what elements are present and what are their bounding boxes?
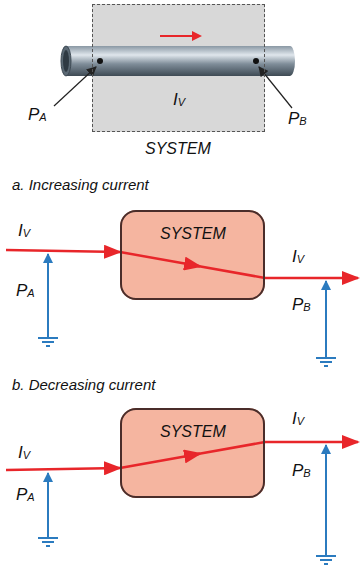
box-fill <box>120 210 265 300</box>
leader-line <box>54 67 96 106</box>
system-region: IVSYSTEM <box>92 4 265 132</box>
system-box: SYSTEM <box>120 408 265 498</box>
leader-line <box>259 67 292 108</box>
system-box: SYSTEM <box>120 210 265 300</box>
system-label: SYSTEM <box>160 224 226 243</box>
current-label: IV <box>173 91 185 108</box>
current-label: IV <box>18 222 30 239</box>
system-label: SYSTEM <box>145 139 211 158</box>
pressure-probe <box>38 445 336 564</box>
current-line <box>6 250 358 278</box>
pressure-label: PB <box>292 296 311 313</box>
current-label: IV <box>292 248 304 265</box>
panel-caption: a. Increasing current <box>12 176 149 194</box>
current-label: IV <box>18 444 30 461</box>
system-label: SYSTEM <box>160 422 226 441</box>
pressure-label: PA <box>28 106 47 123</box>
pressure-label: PA <box>16 282 35 299</box>
pressure-label: PB <box>292 462 311 479</box>
current-line <box>6 442 358 470</box>
pressure-label: PA <box>16 486 35 503</box>
pressure-label: PB <box>288 110 307 127</box>
panel-caption: b. Decreasing current <box>12 376 155 394</box>
pressure-probe <box>38 254 336 366</box>
pipe <box>61 46 295 76</box>
box-fill <box>120 408 265 498</box>
flow-arrow <box>160 35 200 37</box>
current-label: IV <box>292 410 304 427</box>
